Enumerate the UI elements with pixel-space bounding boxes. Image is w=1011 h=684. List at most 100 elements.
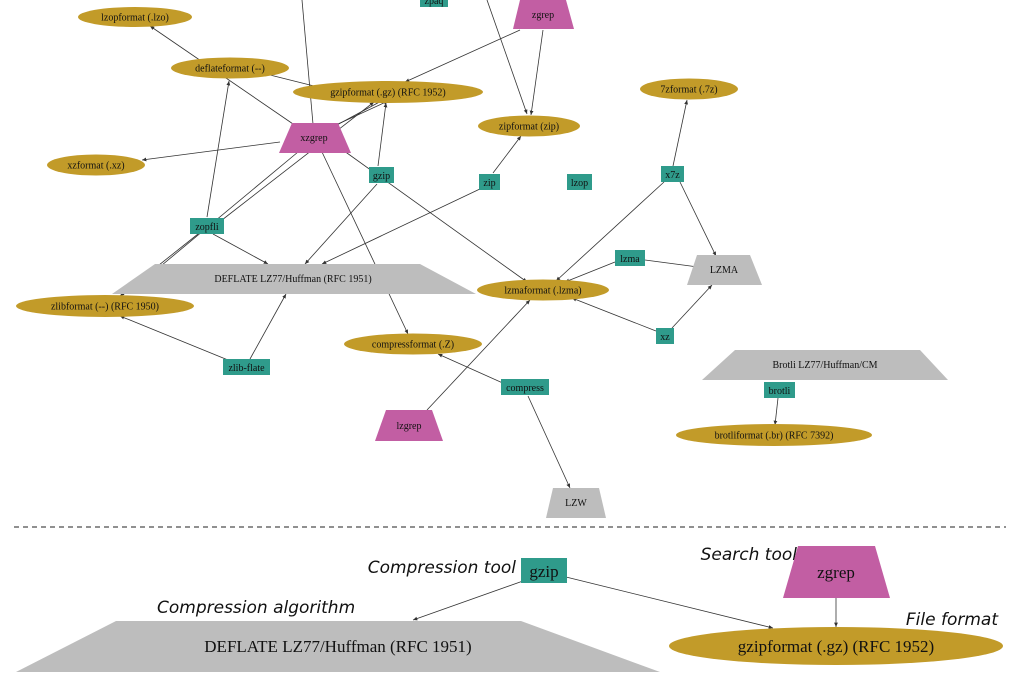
node-compress: compress — [501, 379, 549, 395]
edge-xzgrep-xzformat — [141, 141, 281, 162]
legend-format-example: gzipformat (.gz) (RFC 1952) — [738, 637, 934, 656]
node-label: deflateformat (--) — [195, 64, 265, 75]
edge-zip-zipformat — [492, 135, 522, 174]
edge-zlibflate-zlibformat — [119, 315, 229, 361]
legend-search-tool: Search tool zgrep — [701, 545, 890, 598]
node-label: LZW — [565, 498, 587, 509]
node-lzgrep: lzgrep — [375, 410, 443, 441]
node-xzgrep: xzgrep — [279, 123, 351, 153]
node-zgrep: zgrep — [513, 0, 574, 29]
node-label: gzip — [373, 171, 390, 182]
tool-box — [369, 167, 394, 183]
node-xz: xz — [656, 328, 674, 344]
node-label: xzgrep — [300, 133, 327, 144]
algorithm-trapezoid — [702, 350, 948, 380]
format-ellipse — [47, 154, 145, 176]
node-brotli-algorithm: Brotli LZ77/Huffman/CM — [702, 350, 948, 380]
legend-algorithm-example: DEFLATE LZ77/Huffman (RFC 1951) — [204, 637, 471, 656]
node-label: zopfli — [195, 222, 219, 233]
edge-zopfli-gzipformat — [221, 101, 375, 221]
legend-compression-tool: Compression tool gzip — [368, 558, 567, 583]
edge-zopfli-deflate — [212, 233, 269, 265]
node-label: lzmaformat (.lzma) — [504, 286, 581, 297]
node-label: xz — [660, 332, 670, 343]
node-brotli: brotli — [764, 382, 795, 398]
node-label: LZMA — [710, 265, 739, 276]
edge-gzip-deflate — [304, 183, 378, 265]
legend: Compression tool gzip Search tool zgrep … — [16, 545, 1003, 672]
tool-box — [567, 174, 592, 190]
edge-xzgrep-compressformat — [321, 151, 409, 335]
legend-tool-box — [521, 558, 567, 583]
node-label: brotliformat (.br) (RFC 7392) — [715, 431, 834, 442]
node-label: 7zformat (.7z) — [660, 85, 717, 96]
node-xzformat: xzformat (.xz) — [47, 154, 145, 176]
graph-nodes: lzopformat (.lzo) deflateformat (--) gzi… — [16, 0, 948, 518]
node-zip: zip — [479, 174, 500, 190]
node-zpaq: zpaq — [420, 0, 448, 7]
legend-file-format: File format gzipformat (.gz) (RFC 1952) — [669, 610, 1003, 665]
algorithm-trapezoid — [112, 264, 476, 294]
algorithm-trapezoid — [546, 488, 606, 518]
edge-lzma-lzmaalg — [644, 259, 699, 269]
format-ellipse — [293, 81, 483, 103]
node-lzmaformat: lzmaformat (.lzma) — [477, 279, 609, 301]
node-label: lzgrep — [397, 421, 422, 432]
node-label: Brotli LZ77/Huffman/CM — [772, 360, 877, 371]
edge-zip-deflate — [321, 187, 483, 265]
node-brotliformat: brotliformat (.br) (RFC 7392) — [676, 424, 872, 446]
node-zipformat: zipformat (zip) — [478, 115, 580, 137]
legend-search-label: Search tool — [701, 545, 798, 565]
legend-compression-algorithm: Compression algorithm DEFLATE LZ77/Huffm… — [16, 598, 660, 672]
tool-box — [656, 328, 674, 344]
legend-format-ellipse — [669, 627, 1003, 665]
edge-zlibflate-deflate — [249, 293, 287, 360]
edge-x7z-lzma — [679, 181, 717, 257]
node-label: zpaq — [425, 0, 444, 7]
edge-xzgrep-lzmaformat — [339, 147, 528, 283]
node-zlib-flate: zlib-flate — [223, 359, 270, 375]
node-compressformat: compressformat (.Z) — [344, 333, 482, 355]
node-label: gzipformat (.gz) (RFC 1952) — [330, 88, 446, 99]
edge-zopfli-deflateformat — [206, 80, 231, 218]
node-label: zlibformat (--) (RFC 1950) — [51, 302, 159, 313]
node-label: compress — [506, 383, 544, 394]
edge-compress-lzw — [527, 395, 571, 489]
edge-brotli-brotliformat — [773, 397, 779, 426]
algorithm-trapezoid — [687, 255, 762, 285]
node-label: DEFLATE LZ77/Huffman (RFC 1951) — [214, 274, 371, 285]
legend-edge-tool-format — [565, 576, 774, 629]
tool-box — [223, 359, 270, 375]
legend-algorithm-trapezoid — [16, 621, 660, 672]
format-ellipse — [478, 115, 580, 137]
edge-compress-compressformat — [437, 353, 506, 385]
tool-box — [190, 218, 224, 234]
node-zlibformat: zlibformat (--) (RFC 1950) — [16, 295, 194, 317]
legend-search-example: zgrep — [817, 563, 855, 582]
node-lzw-algorithm: LZW — [546, 488, 606, 518]
search-tool-trapezoid — [375, 410, 443, 441]
legend-format-label: File format — [906, 610, 999, 630]
node-label: zip — [483, 178, 495, 189]
search-tool-trapezoid — [513, 0, 574, 29]
legend-algorithm-label: Compression algorithm — [157, 598, 355, 618]
tool-box — [420, 0, 448, 7]
node-lzma: lzma — [615, 250, 645, 266]
tool-box — [479, 174, 500, 190]
node-label: xzformat (.xz) — [67, 161, 124, 172]
node-zopfli: zopfli — [190, 218, 224, 234]
node-label: compressformat (.Z) — [372, 340, 454, 351]
format-ellipse — [78, 7, 192, 27]
node-label: zipformat (zip) — [499, 122, 559, 133]
node-label: lzopformat (.lzo) — [101, 13, 169, 24]
edge-gzip-gzipformat — [377, 102, 388, 167]
edge-x7z-lzmaformat — [555, 181, 665, 282]
format-ellipse — [477, 279, 609, 301]
node-label: brotli — [769, 386, 791, 397]
node-gzipformat: gzipformat (.gz) (RFC 1952) — [293, 81, 483, 103]
tool-box — [764, 382, 795, 398]
format-ellipse — [344, 333, 482, 355]
node-lzop: lzop — [567, 174, 592, 190]
node-label: x7z — [665, 170, 680, 181]
